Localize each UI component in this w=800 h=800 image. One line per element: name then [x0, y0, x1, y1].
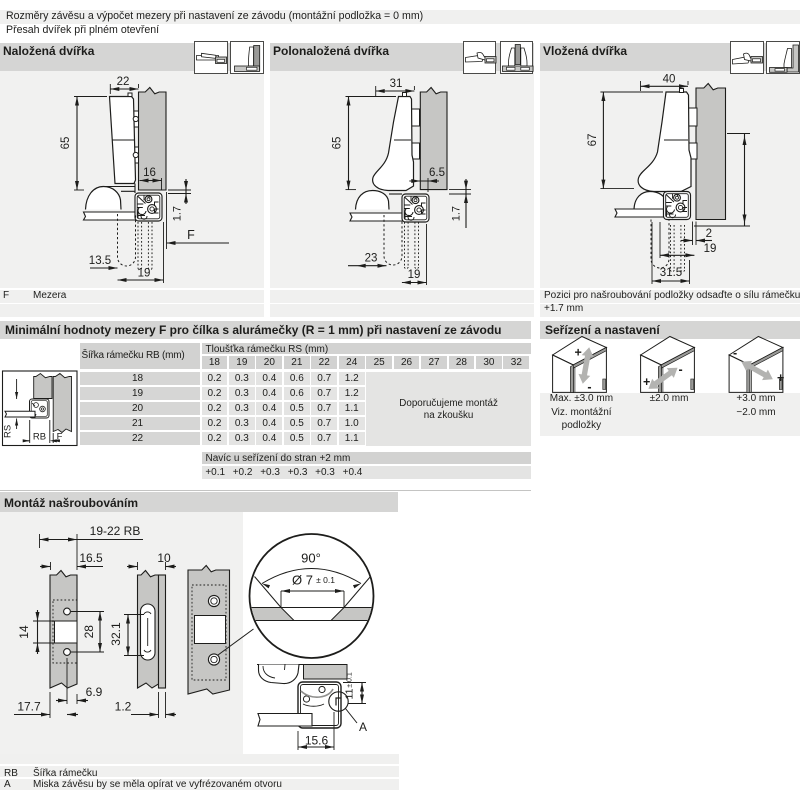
svg-text:15.6: 15.6: [305, 734, 329, 748]
svg-text:+: +: [777, 371, 784, 385]
svg-text:90°: 90°: [301, 551, 321, 566]
svg-text:+: +: [574, 346, 581, 360]
svg-text:-: -: [733, 346, 737, 360]
svg-text:+: +: [643, 375, 650, 389]
svg-text:Ø 7: Ø 7: [292, 573, 313, 588]
svg-text:A: A: [359, 720, 367, 734]
svg-text:RB: RB: [33, 432, 46, 443]
svg-text:± 0.1: ± 0.1: [347, 672, 354, 688]
svg-text:RS: RS: [3, 425, 14, 438]
svg-text:F: F: [57, 432, 63, 443]
svg-text:± 0.1: ± 0.1: [316, 575, 335, 585]
svg-text:11: 11: [344, 688, 356, 699]
svg-text:-: -: [679, 363, 683, 377]
